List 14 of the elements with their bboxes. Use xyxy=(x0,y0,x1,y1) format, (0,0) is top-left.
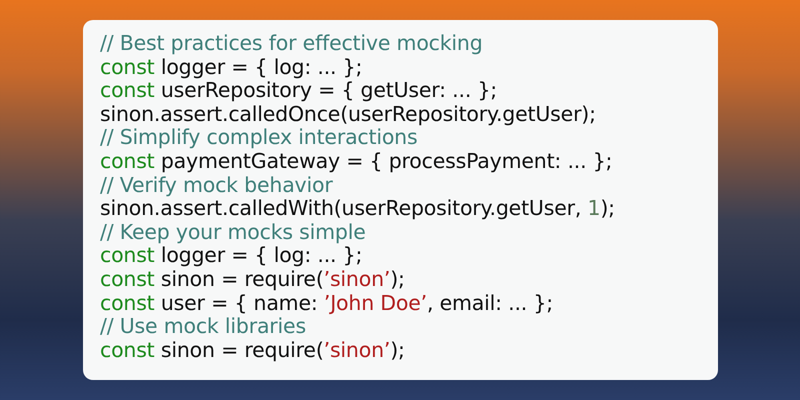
code-line: sinon.assert.calledOnce(userRepository.getUser); xyxy=(100,102,596,126)
code-comment: // Keep your mocks simple xyxy=(100,220,366,244)
code-line: const sinon = require(’sinon’); xyxy=(100,338,405,362)
code-line: const user = { name: ’John Doe’, email: ... }; xyxy=(100,292,553,315)
code-line: const userRepository = { getUser: ... }; xyxy=(100,79,498,102)
code-line: const logger = { log: ... }; xyxy=(100,56,362,79)
code-comment: // Simplify complex interactions xyxy=(100,126,418,150)
code-line: const logger = { log: ... }; xyxy=(100,244,362,268)
code-line: const paymentGateway = { processPayment: ... }; xyxy=(100,150,612,173)
code-comment: // Use mock libraries xyxy=(100,315,306,338)
code-line: const sinon = require(’sinon’); xyxy=(100,268,405,291)
code-comment: // Best practices for effective mocking xyxy=(100,32,483,55)
code-comment: // Verify mock behavior xyxy=(100,174,333,197)
code-line: sinon.assert.calledWith(userRepository.getUser, 1); xyxy=(100,197,615,220)
